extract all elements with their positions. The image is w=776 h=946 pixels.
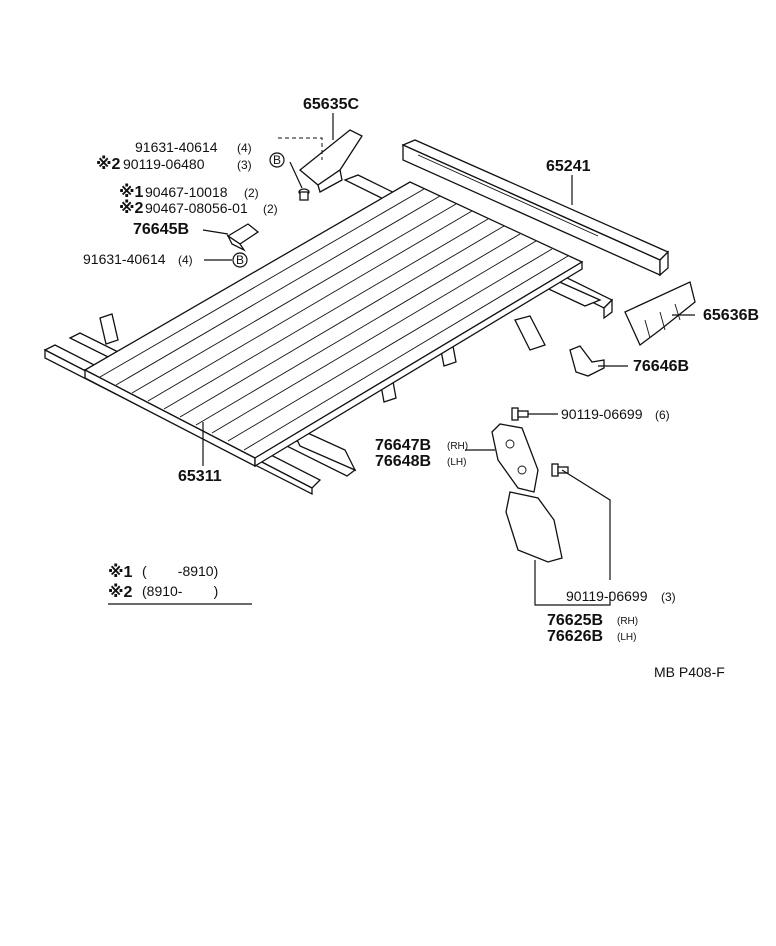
callout-text: (4) xyxy=(178,253,193,267)
deck-panel-65311 xyxy=(83,181,584,468)
callout-text: ※1 xyxy=(108,563,133,581)
label-90119-06480: 90119-06480 xyxy=(123,156,205,172)
callout-text: ※2 xyxy=(119,199,144,217)
legend-row-1: ( -8910) xyxy=(142,563,218,579)
label-90119-06699-a: 90119-06699 xyxy=(561,406,643,422)
label-90467-08056: 90467-08056-01 xyxy=(145,200,248,216)
marker-b-1: B xyxy=(269,152,285,168)
label-76648B: 76648B xyxy=(375,453,431,470)
legend-row-2: (8910- ) xyxy=(142,583,218,599)
bolt-90467 xyxy=(298,188,310,201)
callout-text: (3) xyxy=(237,158,252,172)
callout-text: (LH) xyxy=(617,632,636,643)
marker-b-2: B xyxy=(232,252,248,268)
label-76625B: 76625B xyxy=(547,612,603,629)
label-90119-06699-b: 90119-06699 xyxy=(566,588,648,604)
corner-65635C xyxy=(298,129,363,193)
label-65636B: 65636B xyxy=(703,307,759,324)
callout-text: B xyxy=(273,153,281,167)
diagram-code: MB P408-F xyxy=(654,664,725,680)
label-65635C: 65635C xyxy=(303,96,359,113)
callout-text: (LH) xyxy=(447,457,466,468)
legend: ※1 ( -8910) ※2 (8910- ) xyxy=(108,563,252,605)
label-90467-10018: 90467-10018 xyxy=(145,184,228,200)
callout-text: (RH) xyxy=(617,616,638,627)
mud-flap-76625B xyxy=(505,491,563,563)
callout-text: (RH) xyxy=(447,441,468,452)
callout-text: ※2 xyxy=(108,583,133,601)
callout-text: (6) xyxy=(655,408,670,422)
gusset-65636B xyxy=(624,281,696,347)
label-65311: 65311 xyxy=(178,468,222,485)
leader-lines xyxy=(202,113,695,606)
label-76647B: 76647B xyxy=(375,437,431,454)
rear-sill-65241 xyxy=(401,139,670,277)
callout-text: ※2 xyxy=(96,155,121,173)
callout-text: B xyxy=(236,253,244,267)
callout-labels: 65635C 91631-40614 (4) ※2 90119-06480 (3… xyxy=(83,96,759,645)
flap-bracket-76647B xyxy=(491,423,539,493)
bracket-76645B xyxy=(226,223,260,252)
label-76646B: 76646B xyxy=(633,358,689,375)
label-91631-a: 91631-40614 xyxy=(135,139,218,155)
callout-text: ※1 xyxy=(119,183,144,201)
bolt-90119-06699-a xyxy=(511,407,529,421)
bracket-76646B xyxy=(569,345,605,377)
label-91631-b: 91631-40614 xyxy=(83,251,166,267)
label-76626B: 76626B xyxy=(547,628,603,645)
callout-text: (2) xyxy=(263,202,278,216)
callout-text: (4) xyxy=(237,141,252,155)
callout-text: (2) xyxy=(244,186,259,200)
bolt-90119-06699-b xyxy=(551,463,569,477)
label-76645B: 76645B xyxy=(133,221,189,238)
label-65241: 65241 xyxy=(546,158,591,175)
callout-text: (3) xyxy=(661,590,676,604)
